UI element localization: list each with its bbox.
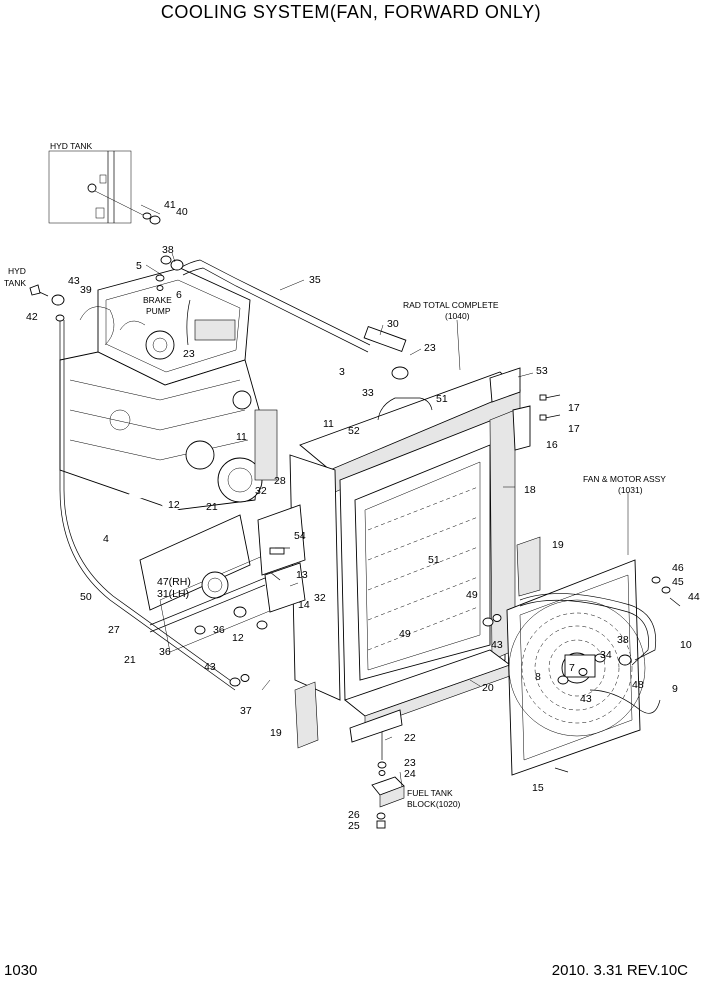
callout: 41: [164, 199, 176, 211]
callout: 13: [296, 569, 308, 581]
callout: 8: [535, 671, 541, 683]
rad-total-label: RAD TOTAL COMPLETE: [403, 300, 499, 310]
callout: 15: [532, 782, 544, 794]
callout: 25: [348, 820, 360, 832]
page-number: 1030: [4, 962, 38, 979]
callout: 24: [404, 768, 416, 780]
callout: 46: [672, 562, 684, 574]
leader-lines: [140, 204, 629, 788]
rad-total-ref: (1040): [445, 311, 470, 321]
callout: 12: [232, 632, 244, 644]
callout: 52: [348, 425, 360, 437]
fan-motor-assembly: [482, 559, 681, 776]
bolts: [269, 394, 561, 581]
callout-31-lh: 31(LH): [157, 588, 189, 600]
brake-label: BRAKE: [143, 295, 172, 305]
fan-motor-ref: (1031): [618, 485, 643, 495]
callout: 38: [162, 244, 174, 256]
annotation-labels: HYD TANK HYD TANK BRAKE PUMP RAD TOTAL C…: [4, 141, 666, 809]
callout: 23: [424, 342, 436, 354]
callout: 20: [482, 682, 494, 694]
callout: 36: [213, 624, 225, 636]
callout: 14: [298, 599, 310, 611]
callout: 23: [183, 348, 195, 360]
callout: 12: [168, 499, 180, 511]
callout: 21: [206, 501, 218, 513]
callout: 54: [294, 530, 306, 542]
callout: 10: [680, 639, 692, 651]
callout: 32: [255, 485, 267, 497]
callout: 11: [323, 418, 334, 430]
hyd-tank-inset: [48, 150, 161, 225]
callout: 43: [580, 693, 592, 705]
callout: 43: [68, 275, 80, 287]
callout: 11: [236, 431, 247, 443]
callout: 9: [672, 683, 678, 695]
callout: 32: [314, 592, 326, 604]
callout: 49: [399, 628, 411, 640]
tank-label: TANK: [4, 278, 26, 288]
callout: 23: [404, 757, 416, 769]
callout: 34: [600, 649, 612, 661]
callout: 4: [103, 533, 109, 545]
callout: 44: [688, 591, 700, 603]
callout: 42: [26, 311, 38, 323]
callout: 17: [568, 423, 580, 435]
callout: 51: [428, 554, 440, 566]
fan-motor-label: FAN & MOTOR ASSY: [583, 474, 666, 484]
shroud-panels: [139, 504, 306, 687]
callout-numbers: 41 40 38 5 6 43 39 42 35 30 23 23 3 33 5…: [26, 199, 700, 832]
callout: 27: [108, 624, 120, 636]
callout: 28: [274, 475, 286, 487]
hoses: [29, 255, 407, 691]
callout: 43: [204, 661, 216, 673]
callout-47-rh: 47(RH): [157, 576, 191, 588]
callout: 21: [124, 654, 136, 666]
callout: 6: [176, 289, 182, 301]
callout: 49: [466, 589, 478, 601]
callout: 40: [176, 206, 188, 218]
callout: 37: [240, 705, 252, 717]
callout: 19: [552, 539, 564, 551]
callout: 30: [387, 318, 399, 330]
engine-assembly: [59, 267, 278, 511]
callout: 22: [404, 732, 416, 744]
hyd-label: HYD: [8, 266, 26, 276]
callout: 50: [80, 591, 92, 603]
radiator-assembly: [289, 366, 541, 829]
callout: 45: [672, 576, 684, 588]
page-title: COOLING SYSTEM(FAN, FORWARD ONLY): [160, 2, 542, 22]
callout: 48: [632, 679, 644, 691]
callout: 16: [546, 439, 558, 451]
callout: 53: [536, 365, 548, 377]
callout: 33: [362, 387, 374, 399]
callout: 26: [348, 809, 360, 821]
callout: 18: [524, 484, 536, 496]
callout: 38: [617, 634, 629, 646]
hyd-tank-inset-label: HYD TANK: [50, 141, 93, 151]
callout: 35: [309, 274, 321, 286]
callout: 43: [491, 639, 503, 651]
callout: 51: [436, 393, 448, 405]
fuel-tank-ref: BLOCK(1020): [407, 799, 461, 809]
callout: 36: [159, 646, 171, 658]
callout: 5: [136, 260, 142, 272]
revision-date: 2010. 3.31 REV.10C: [551, 962, 688, 979]
callout: 19: [270, 727, 282, 739]
callout: 17: [568, 402, 580, 414]
callout: 39: [80, 284, 92, 296]
fuel-tank-label: FUEL TANK: [407, 788, 453, 798]
callout: 7: [569, 662, 575, 674]
callout: 3: [339, 366, 345, 378]
pump-label: PUMP: [146, 306, 171, 316]
